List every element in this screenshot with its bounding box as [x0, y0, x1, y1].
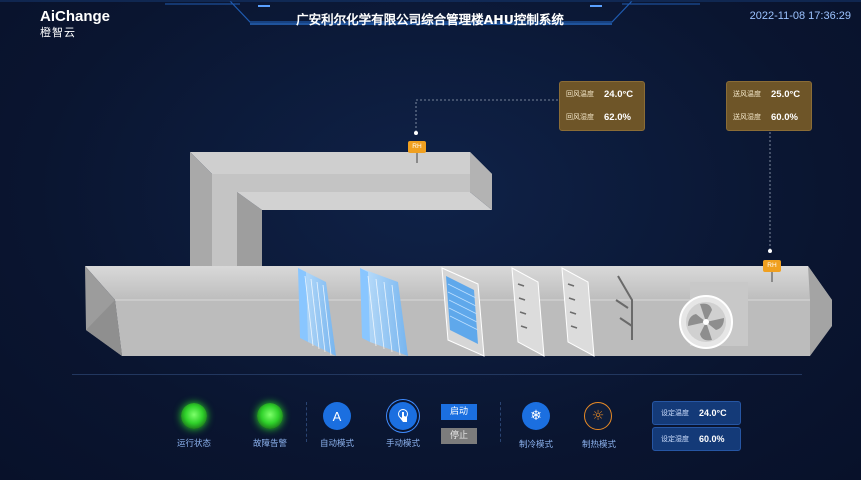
snowflake-icon: ❄: [530, 408, 542, 424]
rh-sensor-supply-badge: RH: [763, 260, 781, 272]
cooling-mode-button[interactable]: ❄: [522, 402, 550, 430]
stop-button[interactable]: 停止: [441, 428, 477, 444]
fault-alarm-label: 故障告警: [252, 439, 287, 449]
control-bar-divider: [72, 374, 802, 375]
return-temp-label: 回风温度: [566, 90, 594, 98]
supply-fan: [679, 282, 748, 349]
auto-mode-label: 自动模式: [319, 439, 354, 449]
set-temperature-box[interactable]: 设定温度 24.0°C: [652, 401, 741, 425]
sun-icon: ☼: [591, 408, 605, 424]
title-bar-frame: [0, 0, 861, 25]
return-humidity-value: 62.0%: [604, 111, 631, 123]
heating-mode-label: 制热模式: [581, 440, 616, 450]
supply-humidity-value: 60.0%: [771, 111, 798, 123]
cooling-mode-label: 制冷模式: [518, 440, 553, 450]
set-temp-value: 24.0°C: [699, 408, 727, 418]
manual-mode-button[interactable]: [389, 402, 417, 430]
fault-alarm-lamp: [257, 403, 283, 429]
set-humidity-box[interactable]: 设定湿度 60.0%: [652, 427, 741, 451]
damper-section-1: [511, 267, 545, 357]
set-temp-label: 设定温度: [661, 409, 689, 417]
return-air-readout: 回风温度 24.0°C 回风湿度 62.0%: [559, 81, 645, 131]
manual-mode-label: 手动模式: [385, 439, 420, 449]
run-status-lamp: [181, 403, 207, 429]
filter-section-2: [360, 268, 408, 356]
supply-humidity-label: 送风湿度: [733, 113, 761, 121]
rh-sensor-supply-stem: [771, 272, 773, 282]
return-humidity-label: 回风湿度: [566, 113, 594, 121]
control-separator-1: [306, 402, 308, 442]
hand-touch-icon: [398, 409, 408, 422]
auto-mode-button[interactable]: A: [323, 402, 351, 430]
coil-section: [441, 267, 485, 357]
damper-section-2: [561, 267, 595, 357]
auto-mode-icon: A: [332, 408, 342, 424]
return-temp-value: 24.0°C: [604, 88, 634, 100]
page-title: 广安利尔化学有限公司综合管理楼AHU控制系统: [296, 12, 564, 27]
set-humidity-value: 60.0%: [699, 434, 725, 444]
logo-subtitle: 橙智云: [40, 26, 76, 39]
supply-temp-label: 送风温度: [733, 90, 761, 98]
rh-sensor-return-badge: RH: [408, 141, 426, 153]
start-button[interactable]: 启动: [441, 404, 477, 420]
rh-sensor-return-stem: [416, 153, 418, 163]
heating-mode-button[interactable]: ☼: [584, 402, 612, 430]
humidifier-nozzles: [615, 275, 633, 340]
run-status-label: 运行状态: [176, 439, 211, 449]
sensor-leader-lines: [415, 99, 771, 250]
logo-brand: AiChange: [40, 8, 111, 25]
set-humidity-label: 设定湿度: [661, 435, 689, 443]
logo: AiChange 橙智云: [40, 8, 110, 40]
supply-air-readout: 送风温度 25.0°C 送风湿度 60.0%: [726, 81, 812, 131]
datetime: 2022-11-08 17:36:29: [749, 10, 851, 22]
supply-temp-value: 25.0°C: [771, 88, 801, 100]
filter-section-1: [298, 268, 336, 356]
control-separator-2: [500, 402, 502, 442]
